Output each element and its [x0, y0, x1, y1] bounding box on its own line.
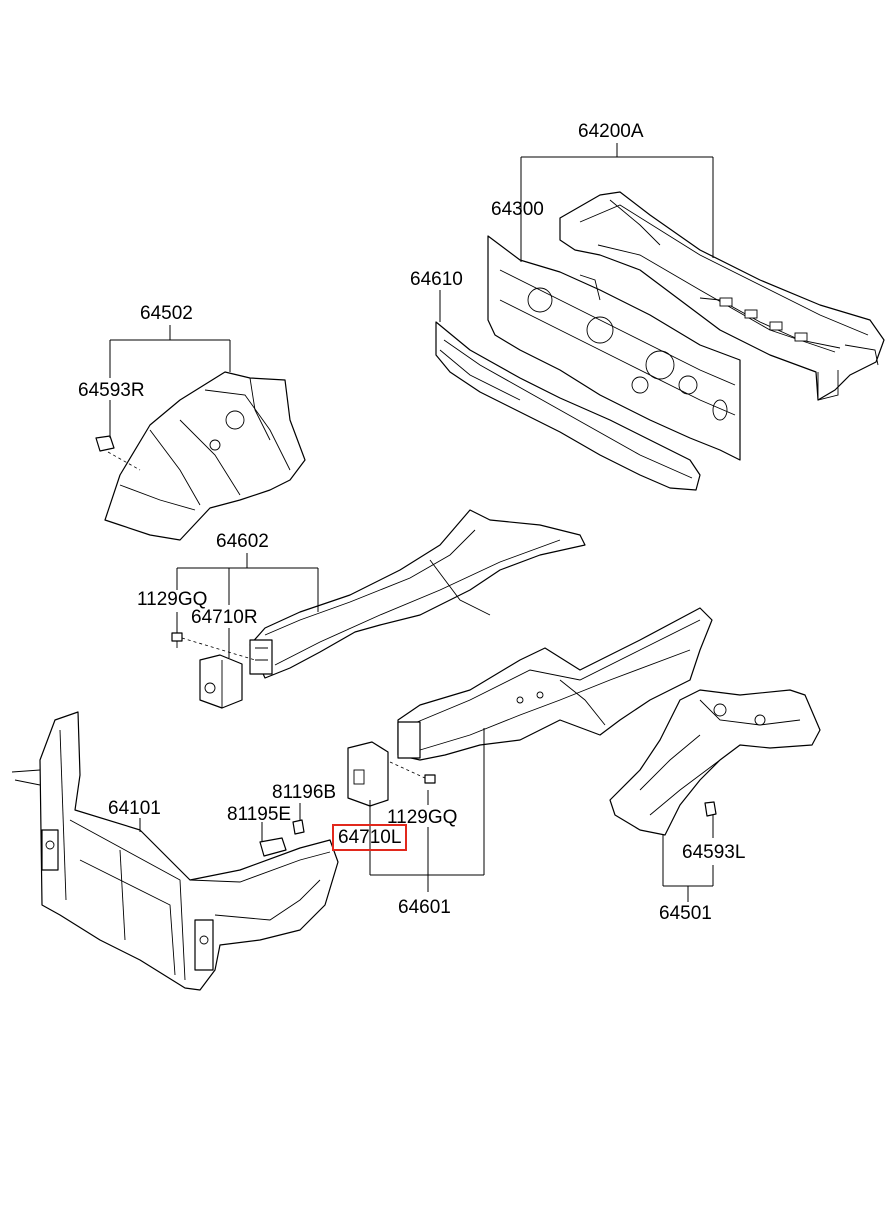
part-bracket-81195E — [259, 837, 287, 857]
label-64710R[interactable]: 64710R — [191, 607, 258, 628]
label-64710L-highlighted[interactable]: 64710L — [332, 824, 408, 851]
label-64602[interactable]: 64602 — [216, 531, 269, 552]
label-64502[interactable]: 64502 — [140, 303, 193, 324]
part-cowl-panel-64200A — [559, 191, 885, 401]
part-bolt-1129GQ-left — [171, 632, 256, 661]
part-bolt-81196B — [292, 819, 305, 835]
label-64501[interactable]: 64501 — [659, 903, 712, 924]
label-81195E[interactable]: 81195E — [227, 804, 292, 825]
label-64593R[interactable]: 64593R — [78, 380, 145, 401]
label-1129GQ-left[interactable]: 1129GQ — [137, 589, 208, 610]
part-apron-lh-64501 — [609, 689, 821, 836]
label-64300[interactable]: 64300 — [491, 199, 544, 220]
part-side-member-rh-64602 — [249, 509, 586, 679]
label-1129GQ-center[interactable]: 1129GQ — [387, 807, 458, 828]
part-cross-member-64610 — [435, 321, 701, 491]
label-64200A[interactable]: 64200A — [578, 121, 644, 142]
part-bracket-64710L — [347, 741, 389, 807]
part-radiator-support-64101 — [11, 711, 339, 991]
label-64610[interactable]: 64610 — [410, 269, 463, 290]
label-81196B[interactable]: 81196B — [272, 782, 337, 803]
part-bracket-64593L — [704, 801, 717, 817]
label-64593L[interactable]: 64593L — [682, 842, 746, 863]
part-side-member-lh-64601 — [397, 607, 713, 761]
label-64101[interactable]: 64101 — [108, 798, 161, 819]
part-bolt-1129GQ-center — [389, 761, 436, 784]
part-apron-rh-64502 — [104, 371, 306, 541]
part-bracket-64593R — [95, 435, 141, 471]
leader-lines — [109, 143, 714, 902]
part-bracket-64710R — [199, 654, 243, 709]
part-dash-panel-64300 — [487, 235, 741, 461]
label-64601[interactable]: 64601 — [398, 897, 451, 918]
